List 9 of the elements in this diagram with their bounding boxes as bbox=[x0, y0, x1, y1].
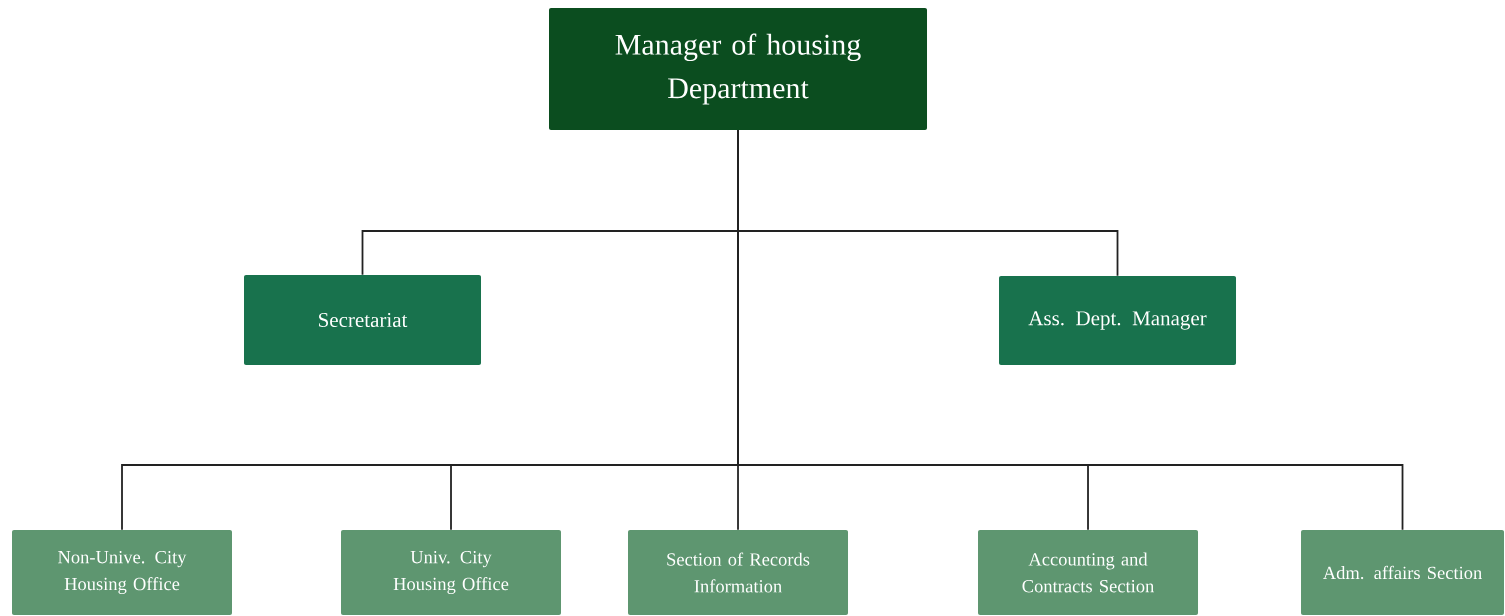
manager-box: Manager of housing Department bbox=[549, 8, 927, 130]
department-box: Secretariat bbox=[244, 275, 481, 365]
section-box: Non-Unive. City Housing Office bbox=[12, 530, 232, 615]
section-box: Accounting and Contracts Section bbox=[978, 530, 1198, 615]
section-box: Adm. affairs Section bbox=[1301, 530, 1504, 615]
section-box: Univ. City Housing Office bbox=[341, 530, 561, 615]
section-box: Section of Records Information bbox=[628, 530, 848, 615]
department-box: Ass. Dept. Manager bbox=[999, 276, 1236, 365]
connector bbox=[737, 129, 1404, 531]
